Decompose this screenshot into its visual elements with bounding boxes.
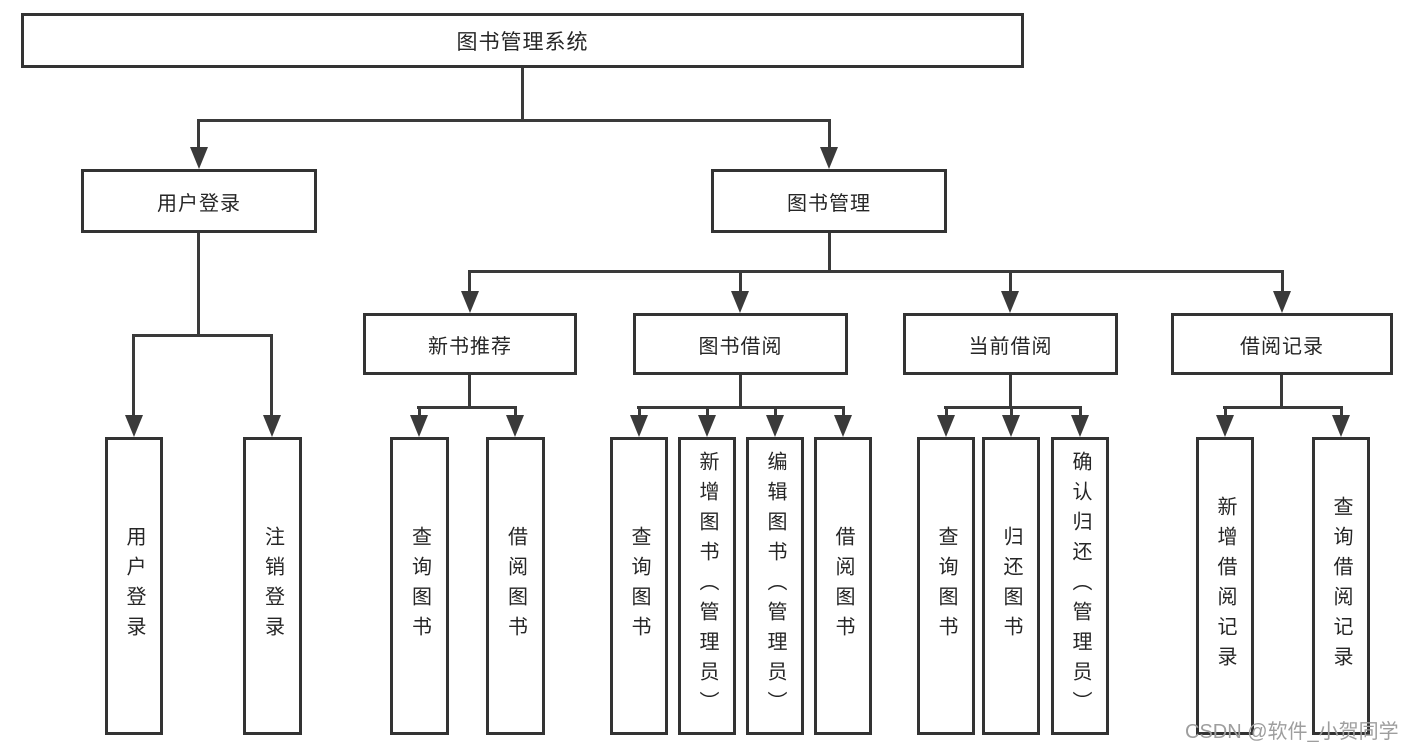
leaf-add-borrow-record: 新增借阅记录	[1196, 437, 1254, 735]
leaf-logout: 注销登录	[243, 437, 302, 735]
connector-line	[418, 406, 421, 418]
leaf-query-books-borrowing-label: 查询图书	[628, 526, 650, 646]
connector-line	[468, 375, 471, 409]
leaf-query-books-borrowing: 查询图书	[610, 437, 668, 735]
connector-line	[945, 406, 948, 418]
arrow-down-icon	[1071, 415, 1089, 437]
leaf-borrow-books-recommend: 借阅图书	[486, 437, 545, 735]
arrow-down-icon	[766, 415, 784, 437]
connector-line	[1223, 406, 1343, 409]
leaf-logout-label: 注销登录	[261, 526, 284, 646]
connector-line	[638, 406, 641, 418]
connector-line	[1281, 270, 1284, 293]
leaf-confirm-return-admin-label: 确认归还（管理员）	[1069, 451, 1091, 721]
connector-line	[739, 270, 742, 293]
connector-line	[944, 406, 1082, 409]
node-user-login: 用户登录	[81, 169, 317, 233]
leaf-query-books-current-label: 查询图书	[935, 526, 957, 646]
arrow-down-icon	[937, 415, 955, 437]
arrow-down-icon	[731, 291, 749, 313]
leaf-borrow-books-recommend-label: 借阅图书	[504, 526, 527, 646]
node-user-login-label: 用户登录	[157, 192, 241, 215]
leaf-confirm-return-admin: 确认归还（管理员）	[1051, 437, 1109, 735]
connector-line	[1224, 406, 1227, 418]
arrow-down-icon	[263, 415, 281, 437]
node-library-system-label: 图书管理系统	[456, 30, 589, 54]
leaf-edit-books-admin-label: 编辑图书（管理员）	[764, 451, 786, 721]
connector-line	[1340, 406, 1343, 418]
arrow-down-icon	[506, 415, 524, 437]
leaf-add-books-admin: 新增图书（管理员）	[678, 437, 736, 735]
csdn-watermark: CSDN @软件_小贺同学	[1185, 721, 1399, 743]
connector-line	[842, 406, 845, 418]
leaf-borrow-books: 借阅图书	[814, 437, 872, 735]
leaf-return-books: 归还图书	[982, 437, 1040, 735]
arrow-down-icon	[125, 415, 143, 437]
node-book-borrowing-label: 图书借阅	[698, 335, 783, 358]
leaf-query-borrow-record-label: 查询借阅记录	[1330, 496, 1352, 676]
node-book-borrowing: 图书借阅	[633, 313, 848, 375]
connector-line	[706, 406, 709, 418]
connector-line	[1009, 270, 1012, 293]
node-new-book-recommendation: 新书推荐	[363, 313, 577, 375]
leaf-query-books-current: 查询图书	[917, 437, 975, 735]
connector-line	[1280, 375, 1283, 409]
arrow-down-icon	[630, 415, 648, 437]
connector-line	[468, 270, 1284, 273]
connector-line	[828, 233, 831, 273]
connector-line	[132, 334, 135, 417]
node-library-system: 图书管理系统	[21, 13, 1024, 68]
connector-line	[1009, 375, 1012, 409]
connector-line	[1010, 406, 1013, 418]
connector-line	[514, 406, 517, 418]
leaf-edit-books-admin: 编辑图书（管理员）	[746, 437, 804, 735]
leaf-user-login-label: 用户登录	[123, 526, 145, 646]
connector-line	[774, 406, 777, 418]
leaf-query-borrow-record: 查询借阅记录	[1312, 437, 1370, 735]
arrow-down-icon	[1332, 415, 1350, 437]
leaf-query-books-recommend-label: 查询图书	[408, 526, 431, 646]
arrow-down-icon	[461, 291, 479, 313]
node-book-management: 图书管理	[711, 169, 947, 233]
connector-line	[739, 375, 742, 409]
connector-line	[1079, 406, 1082, 418]
connector-line	[197, 119, 200, 151]
node-current-borrowing: 当前借阅	[903, 313, 1118, 375]
connector-line	[521, 68, 524, 121]
connector-line	[197, 233, 200, 337]
connector-line	[468, 270, 471, 293]
leaf-query-books-recommend: 查询图书	[390, 437, 449, 735]
node-book-management-label: 图书管理	[787, 192, 871, 215]
connector-line	[828, 119, 831, 151]
arrow-down-icon	[1273, 291, 1291, 313]
leaf-borrow-books-label: 借阅图书	[832, 526, 854, 646]
arrow-down-icon	[190, 147, 208, 169]
arrow-down-icon	[1002, 415, 1020, 437]
arrow-down-icon	[1216, 415, 1234, 437]
node-borrowing-records-label: 借阅记录	[1240, 335, 1324, 358]
arrow-down-icon	[698, 415, 716, 437]
leaf-add-books-admin-label: 新增图书（管理员）	[696, 451, 718, 721]
arrow-down-icon	[834, 415, 852, 437]
connector-line	[197, 119, 831, 122]
node-new-book-recommendation-label: 新书推荐	[428, 335, 512, 358]
connector-line	[417, 406, 517, 409]
leaf-return-books-label: 归还图书	[1000, 526, 1022, 646]
node-borrowing-records: 借阅记录	[1171, 313, 1393, 375]
arrow-down-icon	[410, 415, 428, 437]
node-current-borrowing-label: 当前借阅	[968, 335, 1053, 358]
connector-line	[637, 406, 845, 409]
arrow-down-icon	[820, 147, 838, 169]
arrow-down-icon	[1001, 291, 1019, 313]
leaf-user-login: 用户登录	[105, 437, 163, 735]
connector-line	[270, 334, 273, 417]
leaf-add-borrow-record-label: 新增借阅记录	[1214, 496, 1236, 676]
connector-line	[132, 334, 273, 337]
